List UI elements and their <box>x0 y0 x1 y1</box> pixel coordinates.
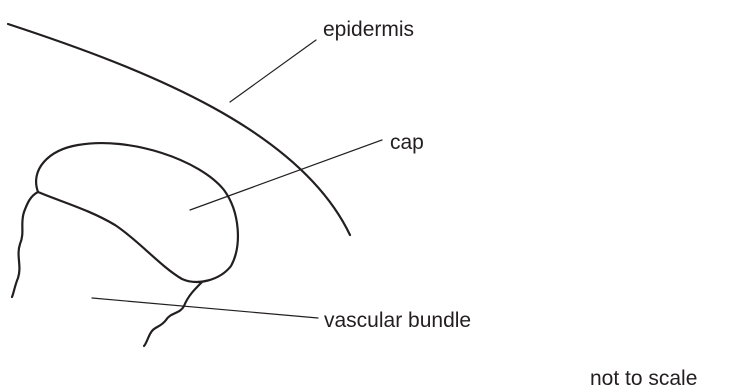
vascular-bundle-left-edge <box>12 192 38 297</box>
cap-outline <box>36 143 238 282</box>
scale-note: not to scale <box>590 367 697 389</box>
vascular-bundle-leader-line <box>92 298 318 318</box>
epidermis-label: epidermis <box>323 18 414 41</box>
cap-label: cap <box>390 131 424 154</box>
epidermis-leader-line <box>230 40 316 102</box>
vascular-bundle-lower-edge <box>144 282 202 346</box>
epidermis-outline <box>8 24 350 235</box>
cap-leader-line <box>190 140 382 210</box>
vascular-bundle-label: vascular bundle <box>324 309 471 332</box>
